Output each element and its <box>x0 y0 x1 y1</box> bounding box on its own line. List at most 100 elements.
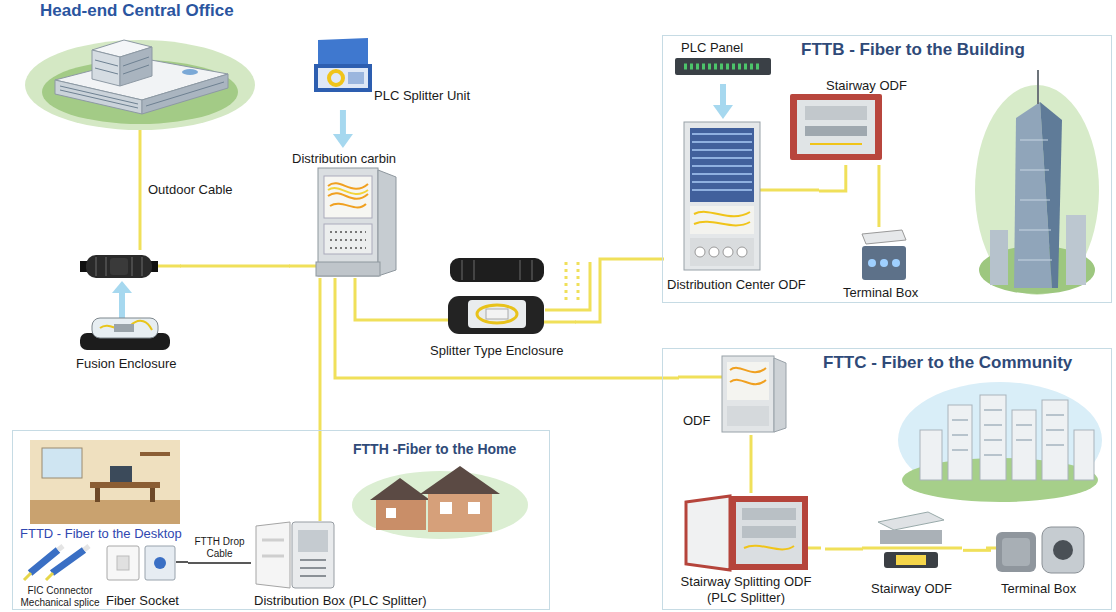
fiber-socket <box>145 546 175 580</box>
odf-cabinet <box>722 356 774 432</box>
office-tower <box>975 70 1099 295</box>
component-label: Distribution Box (PLC Splitter) <box>254 593 427 609</box>
office-tower <box>1018 140 1052 260</box>
cable-line <box>140 130 141 250</box>
region-title: FTTC - Fiber to the Community <box>823 353 1072 373</box>
house <box>420 466 500 494</box>
terminal-box <box>996 532 1036 572</box>
plc-panel <box>675 58 771 75</box>
distribution-center-odf <box>690 238 754 266</box>
arrow-head <box>713 105 733 119</box>
component-node: Stairway Splitting ODF (PLC Splitter) <box>671 493 825 611</box>
house <box>428 494 492 532</box>
office-room <box>110 466 132 482</box>
stairway-splitting-odf <box>736 502 802 564</box>
cable-line <box>751 435 752 493</box>
distribution-cabinet <box>328 188 368 194</box>
cable-closure <box>86 255 152 278</box>
splitter-enclosure <box>448 258 544 334</box>
terminal-box <box>880 259 888 267</box>
component-label: Terminal Box <box>1001 581 1076 597</box>
distribution-center-odf <box>709 247 719 257</box>
stairway-odf <box>790 94 882 160</box>
drop-cable-stub <box>176 562 188 563</box>
terminal-box <box>892 259 900 267</box>
office-room <box>90 482 160 488</box>
residential-community <box>1012 410 1036 480</box>
central-office-building <box>25 40 255 130</box>
distribution-center-odf <box>692 134 752 190</box>
connector-path <box>720 84 726 106</box>
office-room <box>150 488 155 502</box>
distribution-center-odf <box>684 122 760 270</box>
cable-line <box>878 165 879 227</box>
office-tower <box>990 230 1008 285</box>
component-label: Distribution Center ODF <box>667 277 806 293</box>
stairway-splitting-odf <box>686 496 730 570</box>
fiber-socket <box>107 546 175 580</box>
distribution-cabinet <box>378 170 396 276</box>
distribution-cabinet <box>316 262 380 276</box>
fusion-enclosure <box>80 281 170 350</box>
distribution-cabinet <box>324 176 372 218</box>
stairway-odf <box>805 106 867 120</box>
fic-connector <box>24 546 89 580</box>
cable-line <box>355 278 425 320</box>
component-node: Distribution Center ODF <box>664 119 819 297</box>
distribution-center-odf <box>690 206 754 234</box>
stairway-odf <box>790 94 882 160</box>
stairway-splitting-odf <box>742 526 796 538</box>
cable-closure <box>110 258 128 275</box>
component-node: Distribution Box (PLC Splitter) <box>251 521 441 611</box>
cable-line <box>335 278 679 378</box>
connector-path <box>340 110 346 135</box>
office-room <box>42 448 82 478</box>
component-label: Head-end Central Office <box>40 1 234 21</box>
region-title: FTTB - Fiber to the Building <box>801 40 1025 60</box>
connector-path <box>825 548 863 551</box>
component-label: ODF <box>683 413 710 429</box>
plc-splitter-unit <box>329 71 343 85</box>
cable-line <box>188 563 251 564</box>
stairway-odf-tray <box>896 555 926 565</box>
stairway-odf-tray <box>878 512 944 530</box>
office-tower <box>975 85 1099 295</box>
feed-arrow <box>333 110 353 148</box>
component-label: Terminal Box <box>843 285 918 301</box>
cable-line <box>180 266 290 267</box>
office-tower <box>1037 70 1039 104</box>
cable-line <box>320 278 321 521</box>
terminal-box <box>868 259 876 267</box>
cable-label: FTTH Drop Cable <box>190 536 249 560</box>
odf-cabinet <box>774 358 786 432</box>
component-node: Distribution carbin <box>290 148 415 278</box>
distribution-box <box>256 522 290 588</box>
office-room <box>30 440 180 524</box>
connector-path <box>750 435 753 493</box>
terminal-box <box>862 230 906 244</box>
plc-splitter-unit <box>314 38 372 92</box>
residential-community <box>1042 400 1068 480</box>
house <box>376 500 426 530</box>
connector-path <box>819 165 846 191</box>
residential-community <box>952 410 1064 455</box>
terminal-box <box>862 246 906 280</box>
component-node: FTTD - Fiber to the Desktop <box>17 437 195 544</box>
splitter-enclosure <box>450 258 544 282</box>
connector-path <box>877 165 880 227</box>
fiber-socket <box>154 557 166 569</box>
region-title: FTTH -Fiber to the Home <box>353 441 516 458</box>
fiber-socket <box>117 556 129 570</box>
arrow-head <box>333 134 353 148</box>
residential-community <box>980 395 1006 480</box>
office-tower <box>1066 215 1086 285</box>
distribution-center-odf <box>723 247 733 257</box>
connector-path <box>319 278 322 521</box>
connector-path <box>188 562 251 564</box>
component-node: Terminal Box <box>991 526 1091 599</box>
stairway-odf <box>805 126 867 136</box>
component-label: PLC Splitter Unit <box>374 88 470 104</box>
stairway-odf-tray <box>884 552 938 568</box>
component-label: Distribution carbin <box>292 151 396 167</box>
